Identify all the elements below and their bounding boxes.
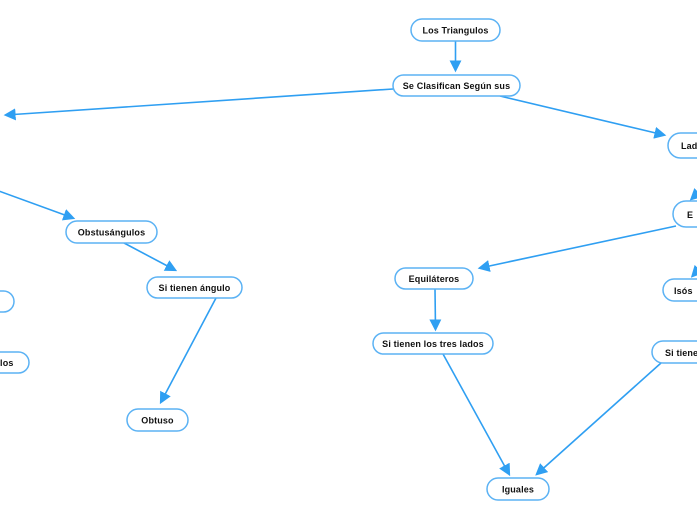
node-obtuso[interactable]: Obtuso [126, 408, 189, 432]
edge-escaleno-equilateros [477, 225, 677, 272]
edge-sitienenlostreslados-iguales [442, 353, 511, 477]
node-obtuso-label: Obtuso [141, 416, 174, 426]
node-left-partial-top[interactable] [0, 290, 15, 313]
node-lados-shape[interactable] [667, 132, 697, 159]
node-los-triangulos-label: Los Triangulos [422, 26, 488, 36]
node-si-tienen-los-tres-lados-shape[interactable] [372, 332, 494, 355]
node-escaleno-shape[interactable] [672, 200, 697, 228]
node-lados[interactable]: Lad [667, 132, 697, 159]
node-si-tienen-right-label: Si tiene [665, 348, 697, 358]
node-los-triangulos-shape[interactable] [410, 18, 501, 42]
node-obstusangulos-shape[interactable] [65, 220, 158, 244]
edge-offscreenright-escaleno [689, 188, 697, 201]
node-lados-label: Lad [681, 141, 697, 151]
node-si-tienen-right[interactable]: Si tiene [651, 340, 697, 364]
edge-offscreenleft-obstusangulos [0, 190, 76, 221]
node-equilateros-label: Equiláteros [409, 274, 460, 284]
node-isosceles-shape[interactable] [662, 278, 697, 302]
node-si-tienen-los-tres-lados[interactable]: Si tienen los tres lados [372, 332, 494, 355]
node-isosceles-label: Isós [674, 286, 693, 296]
node-obtuso-shape[interactable] [126, 408, 189, 432]
node-se-clasifican-label: Se Clasifican Según sus [403, 81, 511, 91]
edges [0, 41, 697, 477]
node-escaleno-label: E [687, 210, 693, 220]
node-si-tienen-angulo[interactable]: Si tienen ángulo [146, 276, 243, 299]
node-left-partial-top-shape[interactable] [0, 290, 15, 313]
node-equilateros-shape[interactable] [394, 267, 474, 290]
node-equilateros[interactable]: Equiláteros [394, 267, 474, 290]
edge-obstusangulos-sitienenangulo [123, 242, 178, 272]
edge-sitienenright-iguales [535, 362, 662, 476]
node-escaleno[interactable]: E [672, 200, 697, 228]
node-si-tienen-angulo-shape[interactable] [146, 276, 243, 299]
node-left-partial-bottom[interactable]: llos [0, 351, 30, 374]
node-obstusangulos[interactable]: Obstusángulos [65, 220, 158, 244]
node-se-clasifican[interactable]: Se Clasifican Según sus [392, 74, 521, 97]
node-isosceles[interactable]: Isós [662, 278, 697, 302]
node-iguales-label: Iguales [502, 485, 534, 495]
node-si-tienen-angulo-label: Si tienen ángulo [159, 283, 231, 293]
node-si-tienen-right-shape[interactable] [651, 340, 697, 364]
edge-equilateros-sitienenlostreslados [429, 288, 442, 332]
node-left-partial-bottom-shape[interactable] [0, 351, 30, 374]
edge-seclasifican-offscreenleft [3, 88, 394, 121]
edge-offscreenright-isosceles [690, 264, 697, 278]
node-left-partial-bottom-label: llos [0, 358, 14, 368]
node-si-tienen-los-tres-lados-label: Si tienen los tres lados [382, 339, 484, 349]
edge-sitienenangulo-obtuso [159, 297, 217, 405]
node-iguales-shape[interactable] [486, 477, 550, 501]
node-los-triangulos[interactable]: Los Triangulos [410, 18, 501, 42]
node-se-clasifican-shape[interactable] [392, 74, 521, 97]
node-iguales[interactable]: Iguales [486, 477, 550, 501]
node-obstusangulos-label: Obstusángulos [78, 228, 145, 238]
edge-seclasifican-lados [499, 95, 667, 139]
